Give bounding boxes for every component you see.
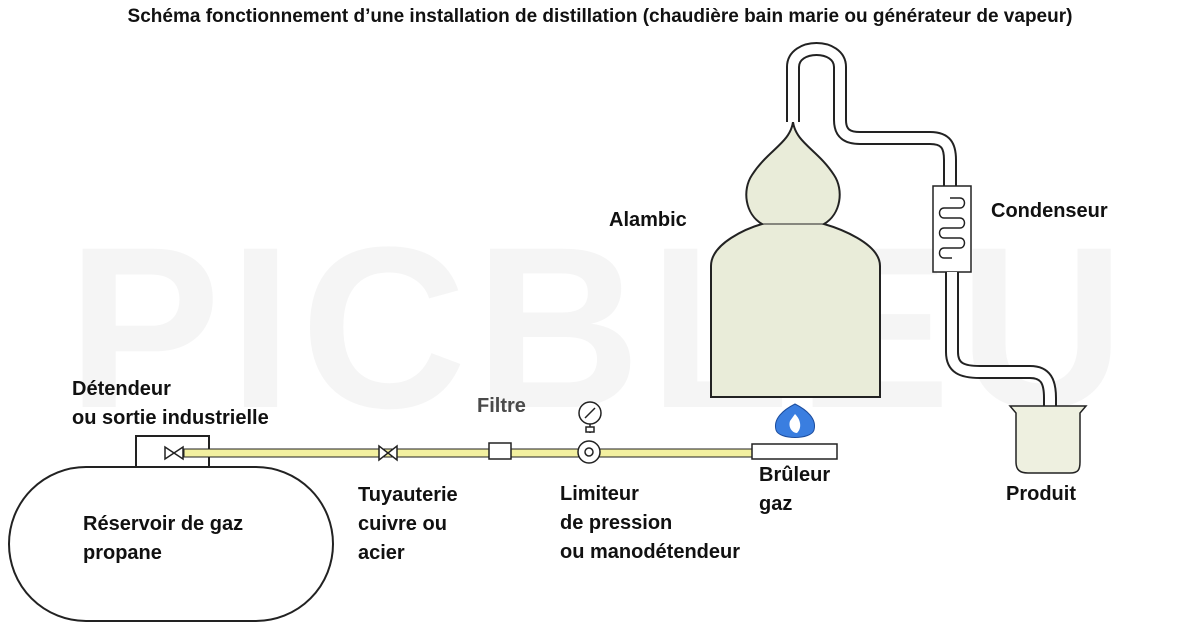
label-alambic: Alambic	[609, 209, 687, 231]
label-tuyauterie: Tuyauterie cuivre ou acier	[358, 484, 458, 564]
gas-pipe	[183, 448, 753, 458]
alembic-still	[710, 121, 881, 398]
diagram-title: Schéma fonctionnement d’une installation…	[127, 6, 1073, 27]
outlet-pipe	[945, 272, 1057, 410]
label-limiteur: Limiteur de pression ou manodétendeur	[560, 483, 741, 563]
burner	[751, 443, 838, 460]
valve-icon	[164, 445, 184, 461]
filter-box	[488, 442, 512, 460]
label-reservoir: Réservoir de gaz propane	[83, 513, 244, 564]
label-produit: Produit	[1006, 483, 1076, 505]
flame-icon	[774, 403, 816, 438]
pressure-gauge-icon	[577, 401, 602, 464]
label-bruleur: Brûleur gaz	[759, 464, 831, 515]
label-condenseur: Condenseur	[991, 200, 1108, 222]
label-filtre: Filtre	[477, 395, 526, 417]
condenser-box	[932, 185, 972, 273]
label-detendeur: Détendeur ou sortie industrielle	[72, 378, 269, 429]
coil-icon	[938, 197, 966, 259]
pipe-valve-icon	[378, 444, 398, 462]
product-beaker	[1008, 405, 1088, 474]
